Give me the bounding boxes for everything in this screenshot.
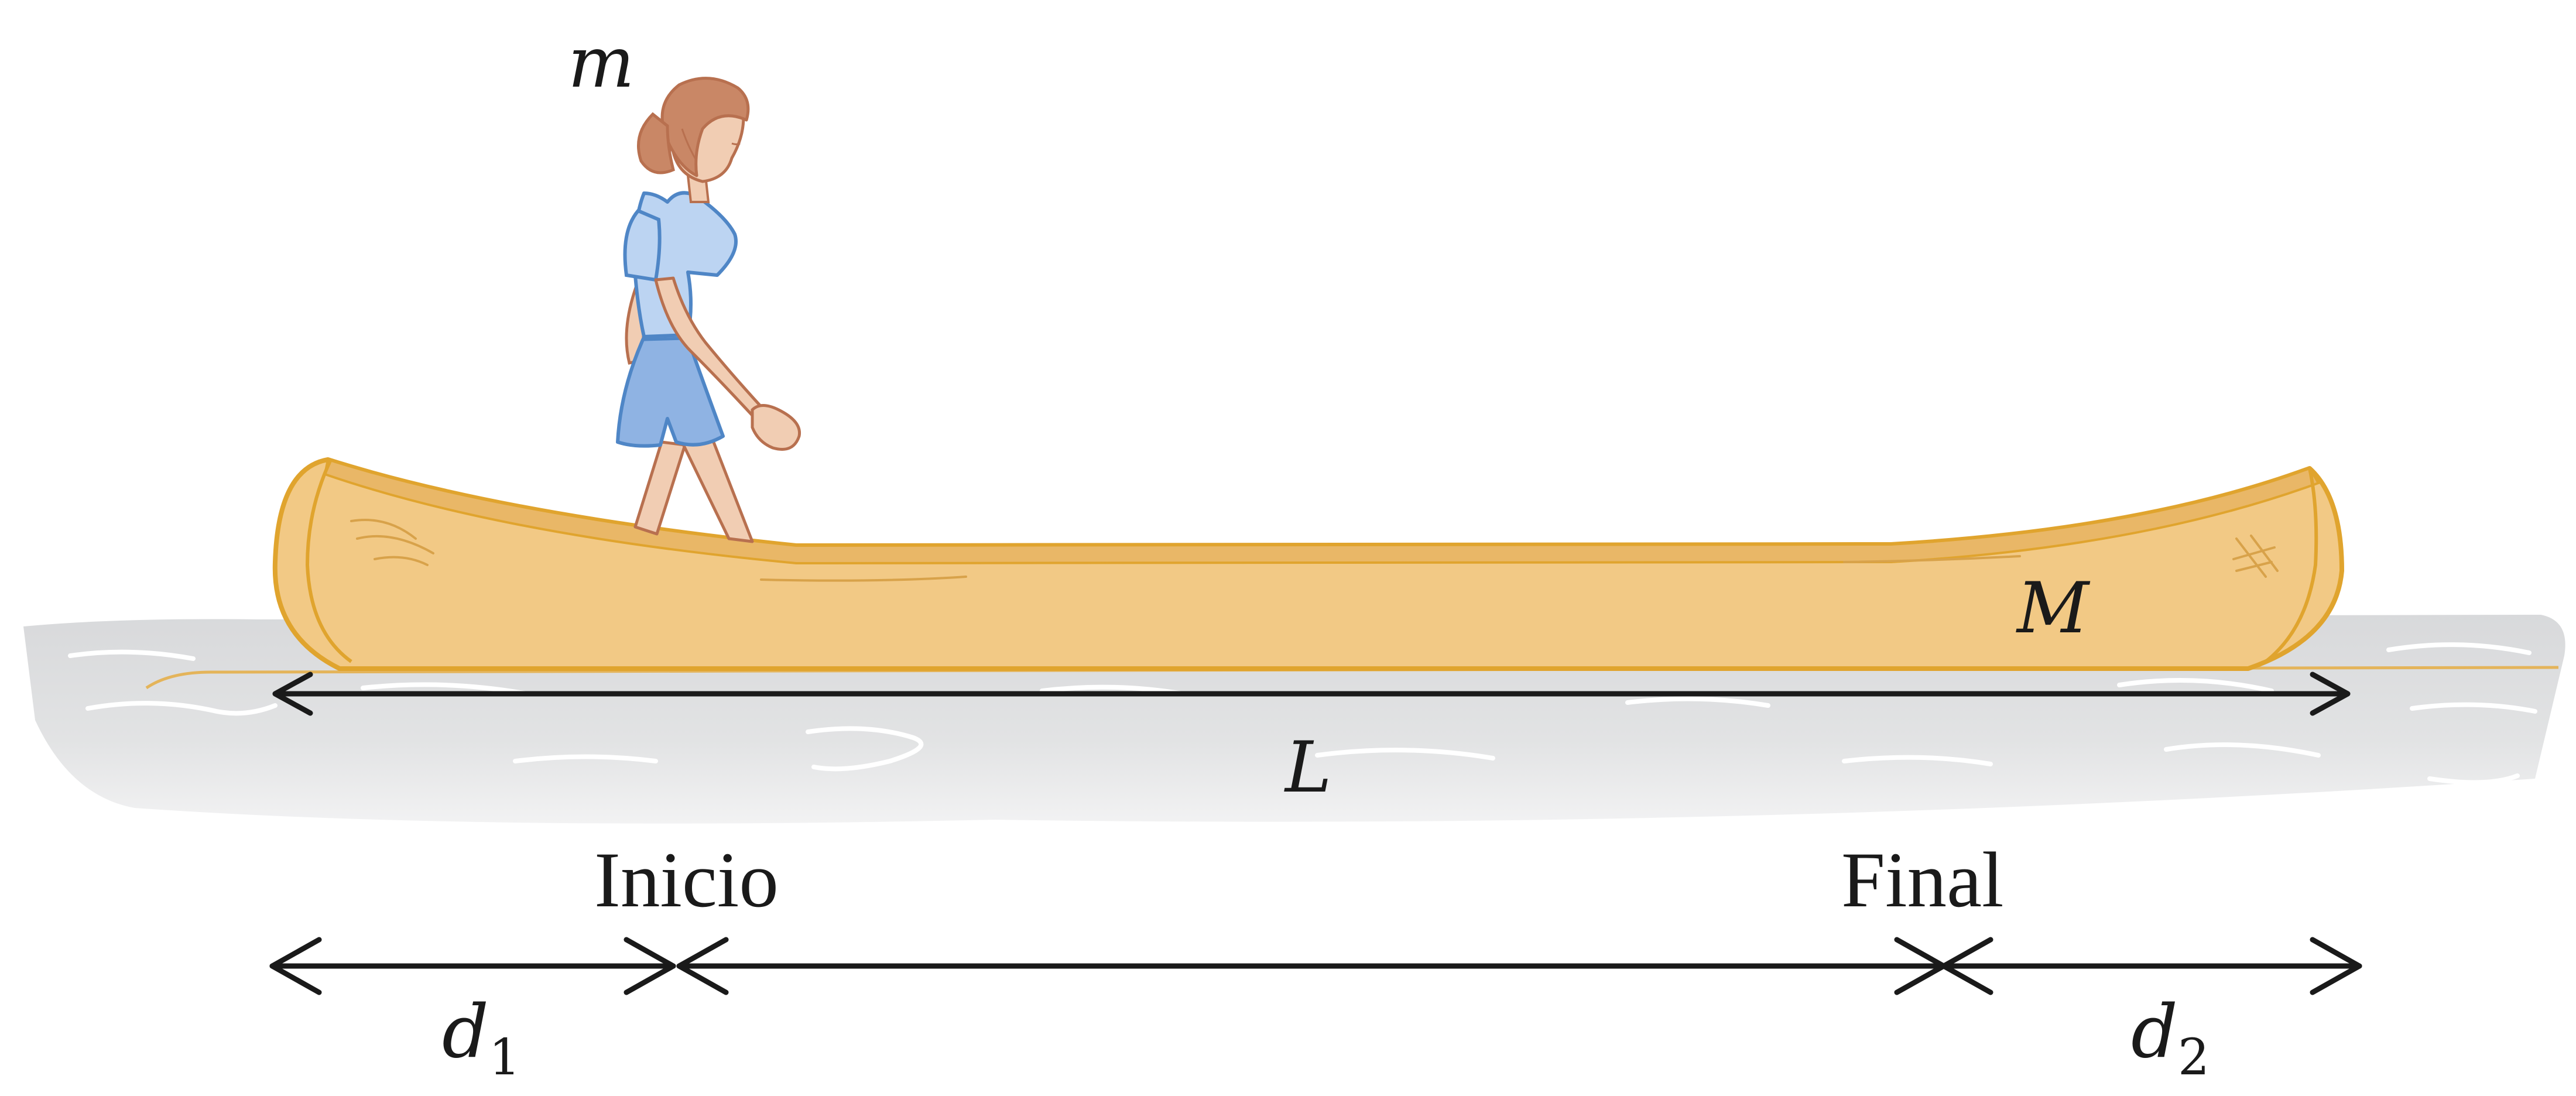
end-label: Final: [1841, 837, 2004, 924]
start-label: Inicio: [594, 837, 779, 924]
length-arrow: [272, 672, 2351, 716]
canoe-grain: [350, 519, 2279, 582]
d2-base: d: [2131, 989, 2178, 1074]
walk-arrow-left-head: [676, 937, 729, 995]
person: [616, 77, 801, 543]
d1-arrow-right-head: [624, 937, 676, 995]
d1-base: d: [442, 989, 489, 1074]
d2-subscript: 2: [2178, 1029, 2210, 1087]
water-ripples: [68, 642, 2537, 785]
person-mass-label: m: [568, 22, 635, 104]
d1-subscript: 1: [489, 1029, 520, 1087]
canoe: [272, 457, 2344, 671]
canoe-mass-label: M: [2016, 568, 2091, 649]
canoe-length-label: L: [1284, 727, 1332, 809]
d2-label: d2: [2131, 989, 2210, 1087]
d1-label: d1: [442, 989, 520, 1087]
d2-arrow-left-head: [1941, 937, 1993, 995]
d1-arrow-left-head: [269, 937, 322, 995]
d2-arrow-right-head: [2310, 937, 2362, 995]
displacement-arrows: [269, 937, 2362, 995]
